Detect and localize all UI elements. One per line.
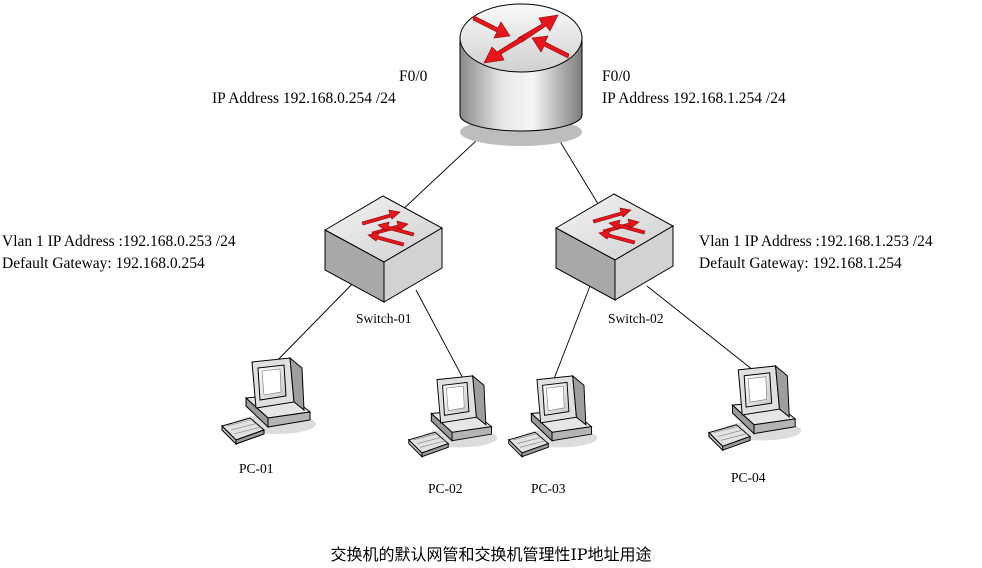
switch-02-vlan-ip: Vlan 1 IP Address :192.168.1.253 /24	[699, 233, 933, 250]
router-right-port-label: F0/0 IP Address 192.168.1.254 /24	[602, 66, 786, 110]
link-switch01-pc01	[267, 277, 359, 371]
diagram-caption: 交换机的默认网管和交换机管理性IP地址用途	[330, 545, 652, 564]
router-right-port: F0/0	[602, 68, 631, 85]
pc-03-icon	[508, 375, 598, 458]
pc-02-icon	[408, 375, 498, 458]
switch-01-vlan-ip: Vlan 1 IP Address :192.168.0.253 /24	[2, 233, 236, 250]
pc-01-icon	[221, 357, 317, 445]
pc-01-name: PC-01	[239, 461, 274, 476]
pc-03-name: PC-03	[531, 481, 566, 496]
switch-01-config: Vlan 1 IP Address :192.168.0.253 /24 Def…	[2, 231, 236, 275]
switch-01-gateway: Default Gateway: 192.168.0.254	[2, 255, 205, 272]
router-left-ip: IP Address 192.168.0.254 /24	[212, 90, 396, 107]
switch-02-gateway: Default Gateway: 192.168.1.254	[699, 255, 902, 272]
link-switch02-pc03	[551, 285, 591, 385]
router-icon	[459, 3, 583, 146]
link-switch01-pc02	[415, 289, 467, 385]
switch-02-name: Switch-02	[608, 311, 664, 326]
pc-04-icon	[708, 365, 802, 451]
switch-02-icon	[554, 193, 675, 301]
switch-01-name: Switch-01	[356, 311, 412, 326]
switch-01-icon	[323, 195, 444, 303]
router-left-port-label: F0/0 IP Address 192.168.0.254 /24	[212, 66, 427, 110]
pc-04-name: PC-04	[731, 470, 766, 485]
switch-02-config: Vlan 1 IP Address :192.168.1.253 /24 Def…	[699, 231, 933, 275]
link-switch02-pc04	[646, 285, 759, 375]
router-right-ip: IP Address 192.168.1.254 /24	[602, 90, 786, 107]
router-left-port: F0/0	[399, 68, 428, 85]
pc-02-name: PC-02	[428, 481, 463, 496]
